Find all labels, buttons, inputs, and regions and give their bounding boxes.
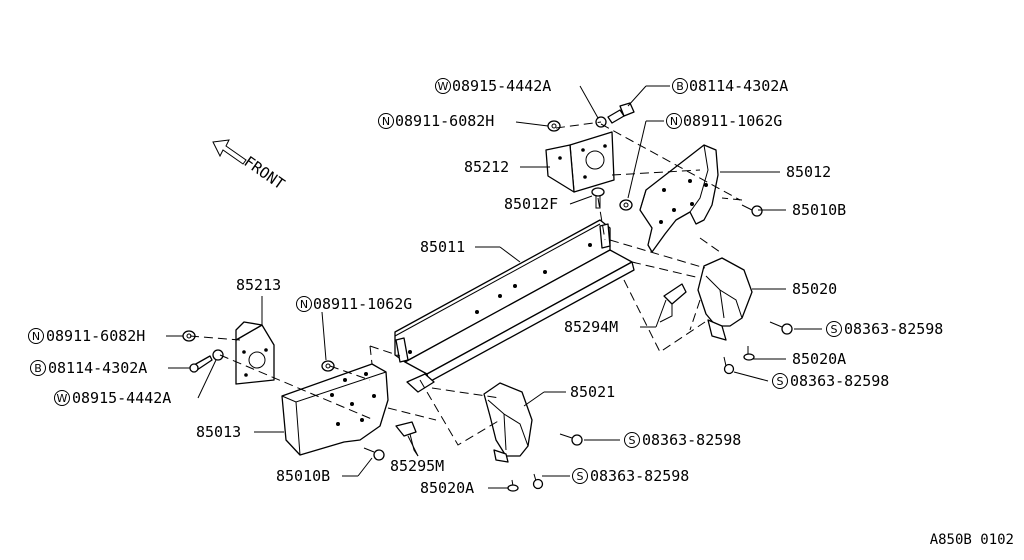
guard-left [483, 382, 533, 463]
label-nut-left: 08911-6082H [46, 327, 145, 345]
bolt-85010b-left-icon [363, 447, 385, 461]
symbol-circle-nut-upper [378, 113, 394, 129]
symbol-washer-left: W [57, 392, 68, 405]
label-bolt-left: 08114-4302A [48, 359, 147, 377]
label-screw-left-upper: 08363-82598 [642, 431, 741, 449]
label-bracket-upper: 85212 [464, 158, 509, 176]
label-bolt-upper: 08114-4302A [689, 77, 788, 95]
symbol-screw-right-upper: S [831, 323, 838, 336]
label-85010b-left: 85010B [276, 467, 330, 485]
symbol-circle-bolt-left [30, 360, 46, 376]
bumper-end-left [281, 363, 389, 456]
label-nut-mid: 08911-1062G [313, 295, 412, 313]
symbol-circle-washer-upper [435, 78, 451, 94]
symbol-washer-upper: W [438, 80, 449, 93]
symbol-circle-bolt-upper [672, 78, 688, 94]
label-washer-upper: 08915-4442A [452, 77, 551, 95]
symbol-circle-screw-right-lower [772, 373, 788, 389]
bolt-85010b-right-icon [741, 204, 763, 217]
label-screw-right-upper: 08363-82598 [844, 320, 943, 338]
label-nut-upper-right: 08911-1062G [683, 112, 782, 130]
fastener-85012f-icon [591, 187, 605, 209]
label-bumper-end-left: 85013 [196, 423, 241, 441]
symbol-screw-left-upper: S [629, 434, 636, 447]
bumper-reinforcement [394, 219, 635, 393]
bolt-upper-icon [607, 102, 635, 124]
label-85295m: 85295M [390, 457, 444, 475]
label-85294m: 85294M [564, 318, 618, 336]
screw-left-upper-icon [559, 433, 583, 446]
symbol-circle-screw-right-upper [826, 321, 842, 337]
symbol-circle-nut-left [28, 328, 44, 344]
bracket-85294m [659, 283, 687, 323]
drawing-code: A850B 0102 [930, 532, 1014, 548]
washer-left-icon [212, 349, 224, 361]
label-85010b-right: 85010B [792, 201, 846, 219]
symbol-nut-mid: N [300, 298, 308, 311]
nut-mid-icon [321, 360, 335, 372]
label-85012f: 85012F [504, 195, 558, 213]
symbol-nut-upper: N [382, 115, 390, 128]
symbol-screw-left-lower: S [577, 470, 584, 483]
label-85020a-right: 85020A [792, 350, 846, 368]
screw-left-lower-icon [532, 473, 544, 490]
bolt-85020a-right-icon [743, 346, 755, 361]
symbol-circle-screw-left-upper [624, 432, 640, 448]
symbol-circle-screw-left-lower [572, 468, 588, 484]
leader-lines [166, 85, 822, 489]
guard-right [697, 257, 753, 341]
label-85020a-left: 85020A [420, 479, 474, 497]
symbol-screw-right-lower: S [777, 375, 784, 388]
front-label: FRONT [241, 153, 288, 194]
label-nut-upper: 08911-6082H [395, 112, 494, 130]
screw-right-lower-icon [723, 356, 735, 375]
front-arrow-icon [212, 139, 247, 165]
nut-upper-right-icon [619, 199, 633, 211]
label-screw-right-lower: 08363-82598 [790, 372, 889, 390]
label-bracket-lower: 85213 [236, 276, 281, 294]
label-reinforcement: 85011 [420, 238, 465, 256]
label-washer-left: 08915-4442A [72, 389, 171, 407]
symbol-circle-nut-upper-right [666, 113, 682, 129]
symbol-circle-washer-left [54, 390, 70, 406]
bolt-85020a-left-icon [507, 479, 519, 492]
nut-upper-icon [547, 120, 561, 132]
bracket-lower [235, 321, 275, 385]
bracket-upper [545, 131, 615, 193]
assembly-lines [189, 121, 743, 446]
symbol-bolt-upper: B [676, 80, 684, 93]
symbol-nut-left: N [32, 330, 40, 343]
screw-right-upper-icon [769, 321, 793, 335]
bolt-left-icon [189, 355, 213, 373]
bracket-85295m [395, 421, 419, 457]
bumper-end-right [639, 144, 719, 253]
symbol-nut-upper-right: N [670, 115, 678, 128]
label-bumper-end-right: 85012 [786, 163, 831, 181]
label-screw-left-lower: 08363-82598 [590, 467, 689, 485]
symbol-bolt-left: B [34, 362, 42, 375]
label-guard-left: 85021 [570, 383, 615, 401]
symbol-circle-nut-mid [296, 296, 312, 312]
label-guard-right: 85020 [792, 280, 837, 298]
